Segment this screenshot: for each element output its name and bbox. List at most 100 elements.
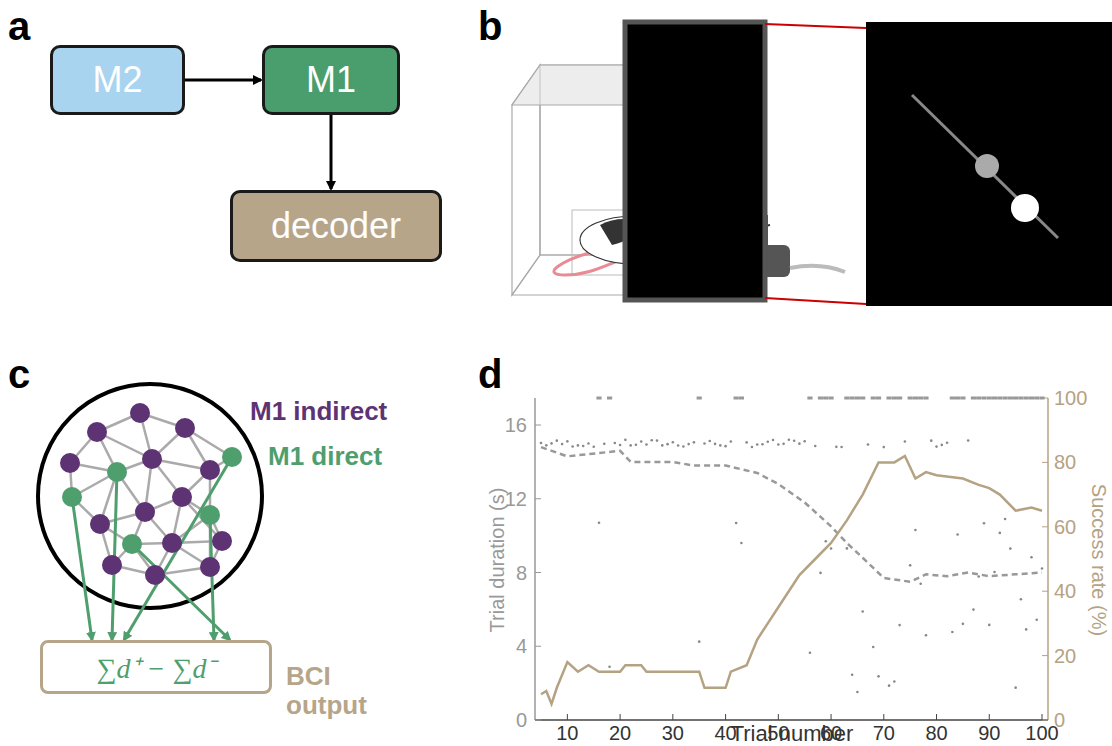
success-mark <box>850 397 855 400</box>
tick <box>1042 526 1048 527</box>
trial-dot <box>830 547 833 550</box>
node-text: M1 <box>306 59 356 101</box>
tick-label: 16 <box>505 414 527 436</box>
indirect-neuron <box>102 555 122 575</box>
axis-title: Trial duration (s) <box>486 488 508 633</box>
indirect-neuron <box>172 487 192 507</box>
indirect-neuron <box>130 403 150 423</box>
tick <box>883 714 884 720</box>
panel-letter: d <box>478 352 502 396</box>
right-axis <box>1047 398 1049 720</box>
trial-dot <box>1041 567 1044 570</box>
success-mark <box>981 397 986 400</box>
trial-dot <box>582 445 585 448</box>
success-mark <box>697 397 702 400</box>
trial-dot <box>661 444 664 447</box>
trial-dot <box>735 522 738 525</box>
tick-label: 20 <box>1054 645 1076 667</box>
indirect-neuron <box>212 531 232 551</box>
trial-dot <box>629 444 632 447</box>
tick-label: 80 <box>925 722 947 744</box>
trial-dot <box>1035 618 1038 621</box>
tick-label: 40 <box>1054 580 1076 602</box>
trial-dot <box>603 443 606 446</box>
flow-arrow <box>185 79 261 82</box>
trial-dot <box>951 631 954 634</box>
trial-dot <box>1014 686 1017 689</box>
region-box: M1 <box>262 45 400 115</box>
node-text: ∑d⁺ − ∑d⁻ <box>97 648 216 686</box>
trial-dot <box>851 673 854 676</box>
trial-dot <box>556 439 559 442</box>
tick-label: 40 <box>714 722 736 744</box>
tick-label: 90 <box>978 722 1000 744</box>
tick <box>567 714 568 720</box>
trial-dot <box>930 439 933 442</box>
trial-dot <box>782 443 785 446</box>
trial-dot <box>919 582 922 585</box>
trial-dot <box>751 446 754 449</box>
tick <box>535 572 541 573</box>
trial-dot <box>577 444 580 447</box>
tick-label: 20 <box>609 722 631 744</box>
success-mark <box>918 397 923 400</box>
tick <box>535 498 541 499</box>
trial-dot <box>1030 556 1033 559</box>
trial-dot <box>946 441 949 444</box>
success-mark <box>844 397 849 400</box>
success-mark <box>871 397 876 400</box>
success-mark <box>855 397 860 400</box>
axis-title: Success rate (%) <box>1088 484 1110 636</box>
trial-dot <box>803 440 806 443</box>
success-mark <box>1013 397 1018 400</box>
trial-dot <box>672 441 675 444</box>
tick <box>1042 720 1048 721</box>
trial-dot <box>914 529 917 532</box>
success-mark <box>607 397 612 400</box>
trial-dot <box>999 532 1002 535</box>
success-mark <box>734 397 739 400</box>
trial-dot <box>682 445 685 448</box>
trial-dot <box>904 440 907 443</box>
trial-dot <box>766 440 769 443</box>
success-mark <box>876 397 881 400</box>
trial-dot <box>1004 518 1007 521</box>
trial-dot <box>1025 628 1028 631</box>
trial-dot <box>993 571 996 574</box>
trial-dot <box>972 608 975 611</box>
trial-dot <box>708 440 711 443</box>
trial-dot <box>598 521 601 524</box>
trial-dot <box>550 442 553 445</box>
success-mark <box>987 397 992 400</box>
group-label: M1 direct <box>268 442 382 471</box>
direct-neuron <box>122 534 142 554</box>
success-mark <box>1002 397 1007 400</box>
success-mark <box>908 397 913 400</box>
decoder-box: decoder <box>230 190 442 262</box>
trial-dot <box>935 445 938 448</box>
trial-dot <box>656 439 659 442</box>
trial-dot <box>619 444 622 447</box>
tick-label: 8 <box>516 562 527 584</box>
success-mark <box>971 397 976 400</box>
trial-dot <box>977 575 980 578</box>
trial-dot <box>872 646 875 649</box>
trial-dot <box>566 440 569 443</box>
indirect-neuron <box>162 533 182 553</box>
indirect-neuron <box>200 557 220 577</box>
success-mark <box>997 397 1002 400</box>
indirect-neuron <box>135 502 155 522</box>
success-mark <box>1018 397 1023 400</box>
success-mark <box>828 397 833 400</box>
success-mark <box>886 397 891 400</box>
trial-dot <box>898 624 901 627</box>
success-mark <box>860 397 865 400</box>
success-mark <box>892 397 897 400</box>
tick-label: 70 <box>873 722 895 744</box>
chart <box>535 398 1048 720</box>
trial-dot <box>846 547 849 550</box>
trial-dot <box>1009 547 1012 550</box>
success-mark <box>818 397 823 400</box>
trial-dot <box>824 540 827 543</box>
success-mark <box>897 397 902 400</box>
